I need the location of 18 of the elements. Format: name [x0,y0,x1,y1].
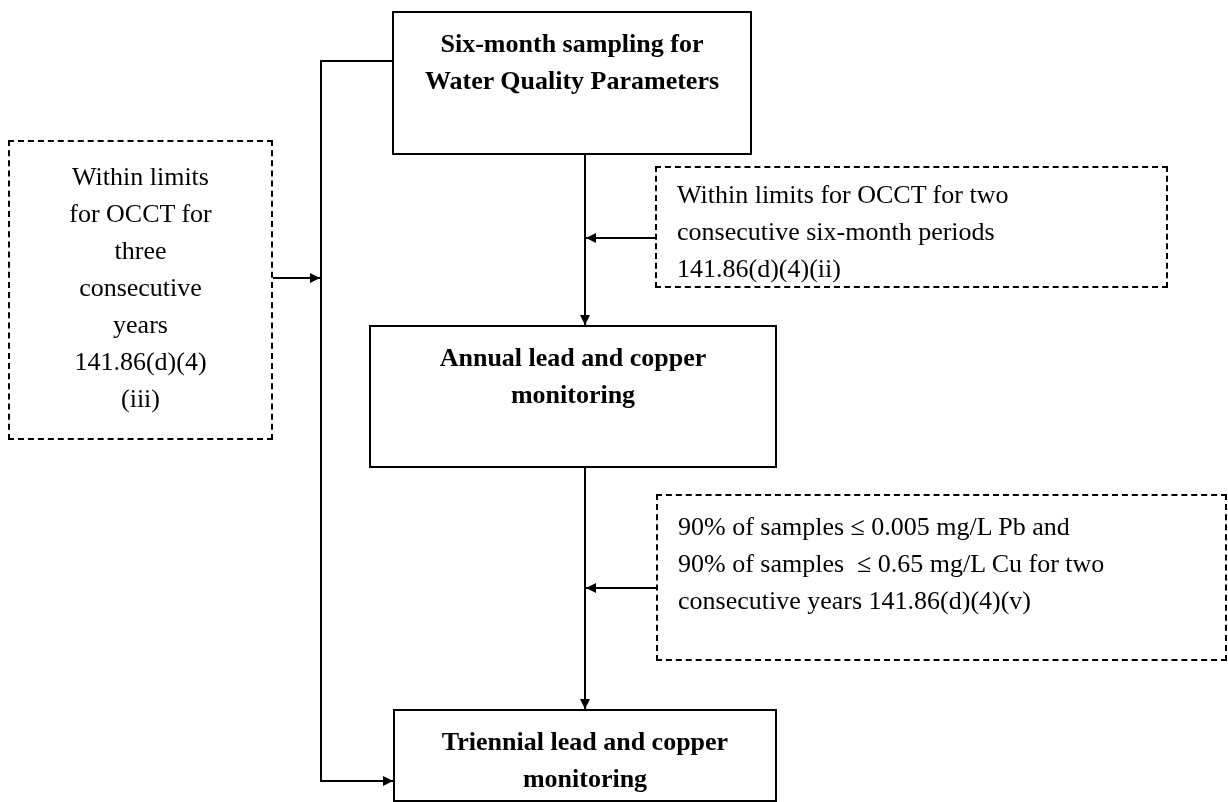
box-text: Annual lead and copper monitoring [438,342,708,411]
process-box [369,325,777,468]
box-text: Six-month sampling for Water Quality Parameters [423,28,721,97]
condition-box [656,494,1227,661]
condition-box [655,166,1168,288]
arrow [580,154,590,326]
arrow [272,273,321,283]
box-text: 90% of samples ≤ 0.005 mg/L Pb and 90% of samples ≤ 0.65 mg/L Cu for two consecutive years 141.86(d)(4)(v) [678,511,1106,617]
condition-box [8,140,273,440]
box-text: Within limits for OCCT for three consecutive years 141.86(d)(4)(iii) [68,161,213,415]
process-box [393,709,777,802]
process-box [392,11,752,155]
arrow [585,233,656,243]
arrow [320,60,394,786]
box-text: Triennial lead and copper monitoring [440,726,730,795]
arrow [580,467,590,710]
box-text: Within limits for OCCT for two consecutive six-month periods 141.86(d)(4)(ii) [677,179,1010,285]
arrow [585,583,657,593]
